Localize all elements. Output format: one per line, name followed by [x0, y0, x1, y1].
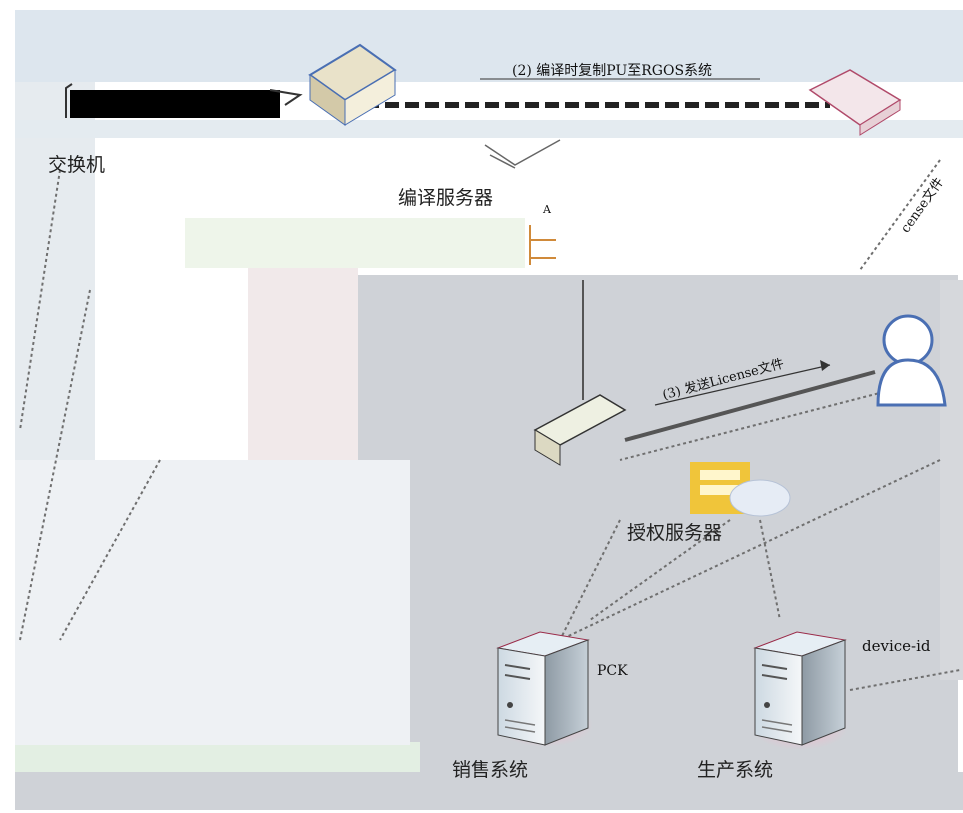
- compile-server-icon: [308, 43, 397, 126]
- black-bar: [70, 90, 280, 118]
- bg-gray-center: [358, 275, 958, 810]
- pck-label: PCK: [597, 663, 628, 679]
- bg-bottom-gray: [15, 772, 963, 810]
- switch-icon: [65, 83, 303, 118]
- bg-bottom-green: [15, 742, 420, 772]
- marker-a-label: A: [543, 203, 551, 216]
- production-system-label: 生产系统: [697, 759, 774, 781]
- person-icon: [876, 314, 947, 407]
- bg-right-gray: [940, 280, 963, 680]
- edge-auth-sales-2: [559, 519, 621, 641]
- edge-production-device: [849, 669, 961, 691]
- dashed-connectors: [19, 159, 961, 691]
- top-right-device-icon: [808, 69, 902, 136]
- edge-license-file: [859, 159, 941, 271]
- production-server-icon: [752, 631, 848, 750]
- marker-a-box: [529, 225, 556, 265]
- switch-label: 交换机: [48, 154, 106, 176]
- fan-icon: [484, 139, 561, 169]
- step2-arrow: [365, 78, 830, 108]
- compile-server-label: 编译服务器: [398, 187, 494, 209]
- edge-auth-sales: [589, 519, 731, 621]
- edge-left-lower: [59, 459, 161, 641]
- sales-system-label: 销售系统: [452, 759, 529, 781]
- edge-auth-production: [759, 519, 781, 621]
- device-id-label: device-id: [862, 637, 931, 655]
- bg-band-under-top: [15, 120, 963, 138]
- edge-left-long: [19, 289, 91, 641]
- bg-top-band: [15, 10, 963, 82]
- edge-switch-left: [19, 169, 61, 431]
- sales-server-icon: [496, 631, 593, 747]
- bg-green-strip: [185, 218, 525, 268]
- step3-arrow: [624, 360, 876, 442]
- edge-sales-long: [559, 459, 941, 641]
- auth-server-label: 授权服务器: [627, 522, 723, 544]
- bg-pink-block: [248, 268, 358, 460]
- auth-server-icon: [533, 394, 791, 517]
- step2-label: (2) 编译时复制PU至RGOS系统: [512, 63, 713, 79]
- edge-user-auth: [619, 379, 931, 461]
